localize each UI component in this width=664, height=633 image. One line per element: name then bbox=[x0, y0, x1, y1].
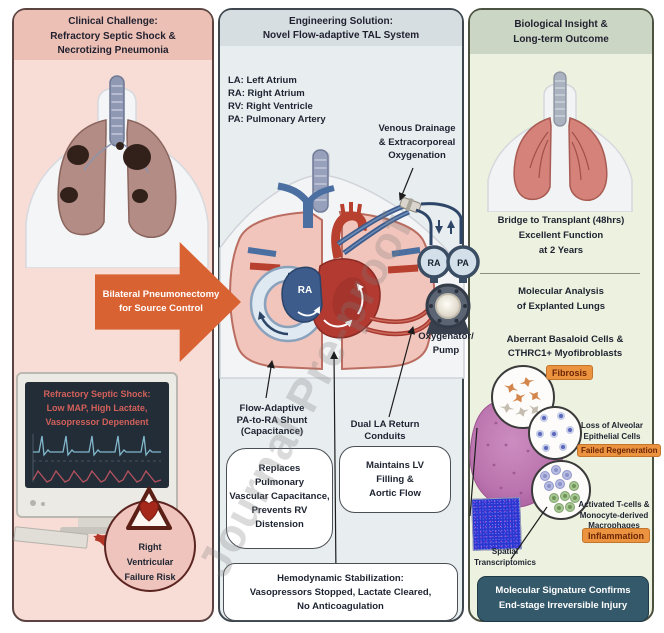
necrotic-lungs-icon bbox=[57, 119, 177, 238]
monitor-stand bbox=[78, 518, 114, 528]
left-panel-title: Clinical Challenge: Refractory Septic Sh… bbox=[14, 10, 212, 60]
drainage-cannulas bbox=[336, 203, 410, 256]
cannula-connector bbox=[399, 197, 422, 213]
healthy-lungs-icon bbox=[513, 117, 608, 201]
maintains-lv-box: Maintains LV Filling & Aortic Flow bbox=[339, 446, 451, 513]
oxygenator-pump-icon bbox=[425, 283, 471, 334]
molecular-analysis-title: Molecular Analysis of Explanted Lungs bbox=[516, 286, 606, 312]
trachea-icon bbox=[312, 149, 329, 213]
warning-triangle-heart-icon bbox=[126, 487, 172, 530]
legend-rv: RV: Right Ventricle bbox=[228, 101, 313, 112]
middle-panel-title: Engineering Solution: Novel Flow-adaptiv… bbox=[220, 10, 462, 46]
heart-ra-label: RA bbox=[298, 285, 312, 296]
trachea-icon bbox=[553, 71, 567, 127]
legend-ra: RA: Right Atrium bbox=[228, 88, 305, 99]
monitor-screen: Refractory Septic Shock: Low MAP, High L… bbox=[25, 382, 169, 488]
alveolar-cells-inset bbox=[528, 406, 582, 460]
monitor-button bbox=[30, 500, 36, 506]
rv-failure-risk-label: Right Ventricular Failure Risk bbox=[124, 542, 176, 582]
immune-cells-inset bbox=[531, 460, 591, 520]
arterial-trace bbox=[32, 469, 162, 483]
spatial-transcriptomics-label: Spatial Transcriptomics bbox=[474, 547, 536, 567]
oxygenator-pump-label: Oxygenator/ Pump bbox=[418, 331, 474, 356]
failed-regeneration-badge: Failed Regeneration bbox=[577, 444, 662, 457]
healthy-lungs-torso-illustration bbox=[487, 71, 633, 212]
monitor-button bbox=[41, 502, 45, 506]
pneumonectomy-arrow-label: Bilateral Pneumonectomy for Source Contr… bbox=[102, 289, 220, 314]
heart-illustration: RA bbox=[281, 258, 381, 339]
circuit-lines bbox=[415, 202, 463, 245]
venous-drainage-label: Venous Drainage & Extracorporeal Oxygena… bbox=[378, 123, 456, 161]
transplant-outcome-text: Bridge to Transplant (48hrs) Excellent F… bbox=[497, 215, 625, 256]
gauge-pa: PA bbox=[446, 245, 480, 283]
replaces-capacitance-box: Replaces Pulmonary Vascular Capacitance,… bbox=[226, 448, 333, 549]
right-panel-title: Biological Insight & Long-term Outcome bbox=[470, 10, 652, 54]
abbreviation-legend: LA: Left Atrium RA: Right Atrium RV: Rig… bbox=[228, 74, 326, 126]
divider bbox=[480, 273, 640, 274]
vital-waveforms bbox=[32, 434, 162, 483]
conclusion-box: Molecular Signature Confirms End-stage I… bbox=[477, 576, 649, 622]
patient-monitor: Refractory Septic Shock: Low MAP, High L… bbox=[16, 372, 178, 518]
spatial-transcriptomics-image bbox=[471, 497, 522, 551]
inflammation-badge: Inflammation bbox=[582, 528, 651, 543]
ecg-trace bbox=[33, 435, 161, 457]
fibrosis-finding-label: Aberrant Basaloid Cells & CTHRC1+ Myofib… bbox=[506, 334, 624, 359]
trachea-icon bbox=[109, 75, 125, 147]
monitor-alert-text: Refractory Septic Shock: Low MAP, High L… bbox=[43, 389, 151, 427]
monitor-base bbox=[60, 527, 140, 534]
legend-pa: PA: Pulmonary Artery bbox=[228, 114, 326, 125]
diseased-lungs-torso-illustration bbox=[25, 75, 209, 268]
conduits-label: Dual LA Return Conduits bbox=[350, 419, 420, 442]
hemodynamic-stabilization-box: Hemodynamic Stabilization: Vasopressors … bbox=[223, 563, 458, 621]
svg-text:RA: RA bbox=[428, 258, 441, 268]
fibrosis-badge: Fibrosis bbox=[546, 365, 594, 380]
svg-text:PA: PA bbox=[457, 258, 469, 268]
shunt-label: Flow-Adaptive PA-to-RA Shunt (Capacitanc… bbox=[236, 403, 308, 437]
legend-la: LA: Left Atrium bbox=[228, 75, 297, 86]
inflammation-finding-label: Activated T-cells & Monocyte-derived Mac… bbox=[578, 500, 650, 530]
great-vessels bbox=[247, 182, 421, 274]
regen-finding-label: Loss of Alveolar Epithelial Cells bbox=[581, 421, 643, 441]
